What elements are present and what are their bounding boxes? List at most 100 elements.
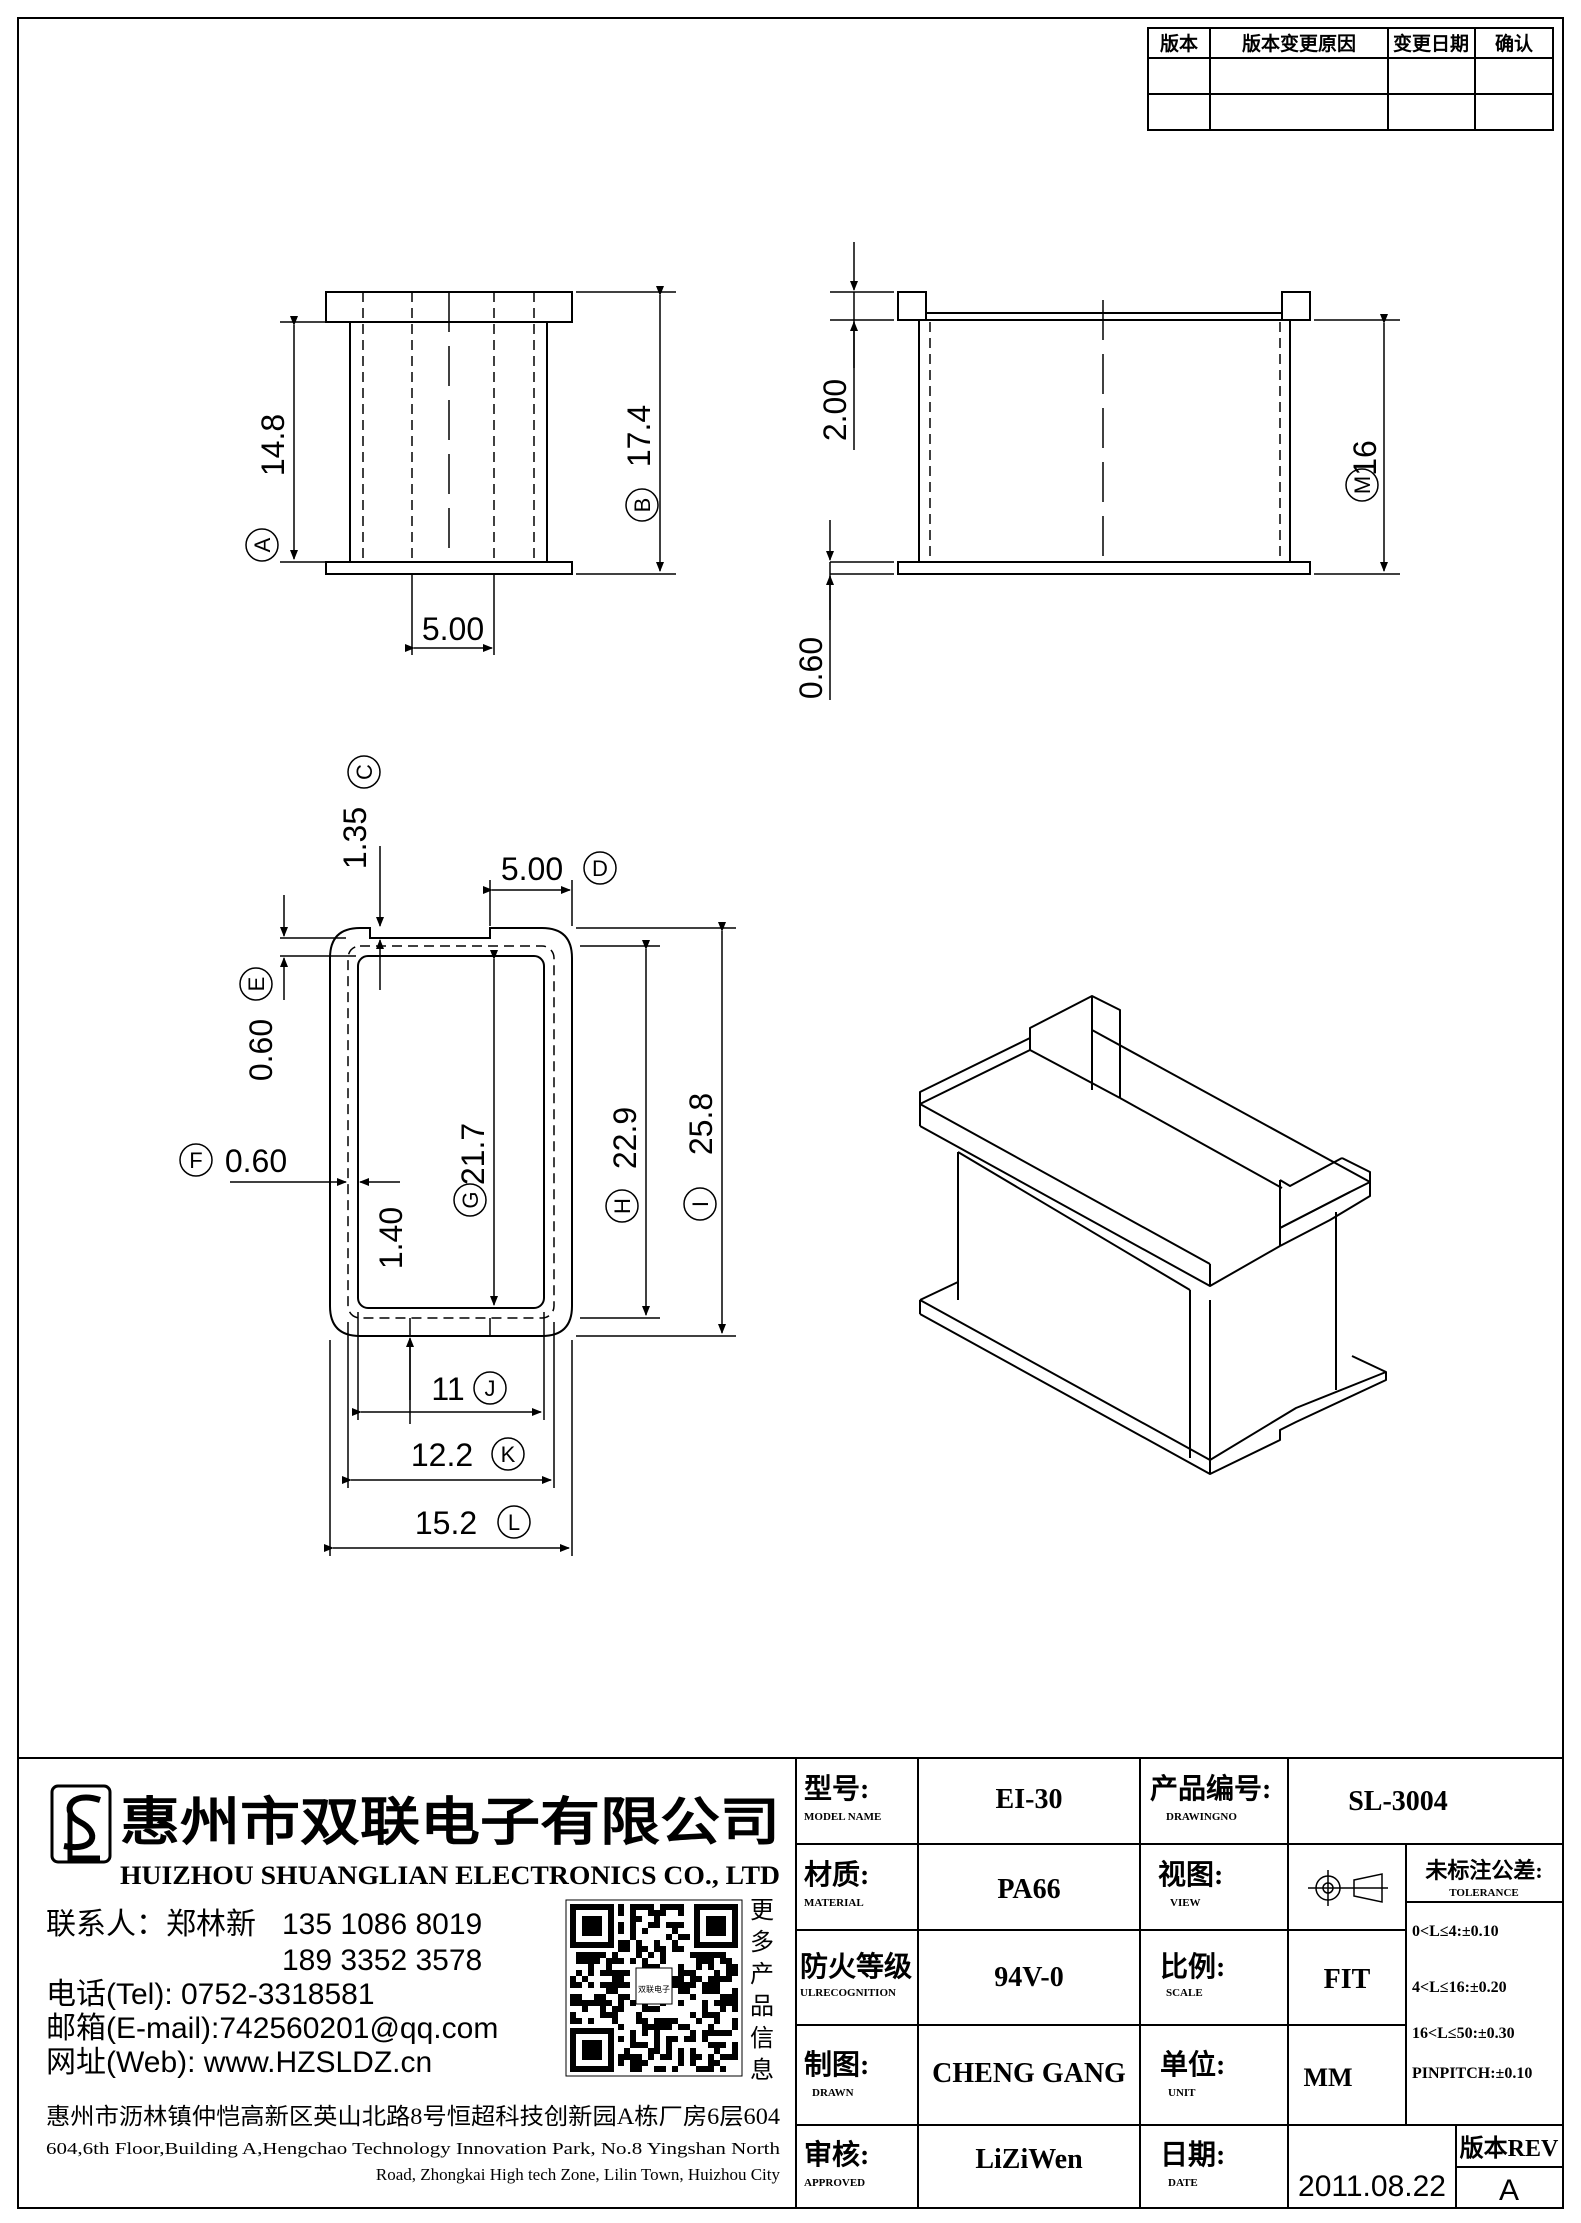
qr-module	[576, 2018, 582, 2024]
qr-module	[726, 1958, 732, 1964]
company-logo	[50, 1784, 112, 1864]
qr-module	[720, 2030, 726, 2036]
qr-module	[612, 1952, 618, 1958]
qr-module	[570, 1976, 576, 1982]
qr-module	[588, 1964, 594, 1970]
qr-module	[672, 1946, 678, 1952]
tb-scale-sub: SCALE	[1166, 1987, 1203, 1999]
qr-module	[648, 1952, 654, 1958]
qr-caption-1: 更	[750, 1897, 774, 1924]
qr-module	[690, 2060, 696, 2066]
qr-module	[732, 1964, 738, 1970]
company-name-en: HUIZHOU SHUANGLIAN ELECTRONICS CO., LTD	[120, 1861, 780, 1890]
qr-module	[666, 2048, 672, 2054]
dim-i-label: I	[688, 1201, 713, 1207]
qr-module	[630, 2030, 636, 2036]
qr-module	[714, 2012, 720, 2018]
qr-module	[720, 2000, 726, 2006]
qr-module	[666, 1934, 672, 1940]
sheet-border	[17, 17, 1564, 2209]
qr-module	[714, 2000, 720, 2006]
qr-module	[582, 1976, 588, 1982]
dim-c-value: 1.35	[337, 807, 373, 869]
qr-module	[618, 1928, 624, 1934]
qr-module	[600, 1994, 606, 2000]
dim-a-label: A	[250, 537, 275, 552]
qr-module	[702, 1958, 708, 1964]
qr-module	[672, 1928, 678, 1934]
qr-module	[708, 1982, 714, 1988]
qr-module	[612, 1958, 618, 1964]
rev-header-reason: 版本变更原因	[1242, 32, 1356, 55]
qr-module	[696, 1976, 702, 1982]
qr-module	[654, 1940, 660, 1946]
qr-module	[654, 2048, 660, 2054]
qr-module	[618, 1910, 624, 1916]
qr-module	[654, 2024, 660, 2030]
qr-module	[672, 2066, 678, 2072]
qr-module	[636, 1916, 642, 1922]
qr-module	[642, 1946, 648, 1952]
qr-module	[618, 1970, 624, 1976]
dim-g-value: 21.7	[455, 1123, 491, 1185]
qr-module	[642, 2018, 648, 2024]
qr-module	[708, 2054, 714, 2060]
tb-model-value: EI-30	[996, 1784, 1063, 1815]
qr-module	[576, 1982, 582, 1988]
qr-module	[636, 1946, 642, 1952]
qr-module	[612, 2012, 618, 2018]
qr-module	[624, 1994, 630, 2000]
qr-module	[678, 1946, 684, 1952]
qr-module	[720, 1994, 726, 2000]
qr-module	[672, 2036, 678, 2042]
qr-module	[636, 1952, 642, 1958]
dim-h-value: 22.9	[607, 1107, 643, 1169]
qr-module	[642, 2030, 648, 2036]
dim-b-balloon	[625, 488, 659, 522]
qr-module	[618, 2024, 624, 2030]
qr-module	[624, 1970, 630, 1976]
qr-module	[702, 2030, 708, 2036]
qr-module	[666, 2036, 672, 2042]
qr-module	[708, 1976, 714, 1982]
rev-header-date: 变更日期	[1393, 32, 1469, 55]
qr-module	[630, 1904, 636, 1910]
qr-module	[732, 2018, 738, 2024]
qr-module	[618, 1958, 624, 1964]
dim-h06-value: 0.60	[793, 637, 829, 699]
qr-module	[726, 2030, 732, 2036]
top-view	[230, 846, 736, 1556]
revision-table	[1147, 27, 1554, 131]
qr-module	[654, 1916, 660, 1922]
qr-module	[648, 2054, 654, 2060]
qr-module	[660, 2054, 666, 2060]
qr-module	[654, 2018, 660, 2024]
tb-approved-sub: APPROVED	[804, 2177, 865, 2189]
qr-module	[702, 1982, 708, 1988]
qr-module	[618, 1946, 624, 1952]
qr-module	[684, 1934, 690, 1940]
qr-module	[642, 1958, 648, 1964]
qr-module	[570, 2012, 576, 2018]
dim-j-value: 11	[431, 1371, 464, 1407]
dim-i-value: 25.8	[683, 1093, 719, 1155]
qr-module	[600, 2000, 606, 2006]
dim-f-balloon	[179, 1143, 213, 1177]
qr-module	[702, 1988, 708, 1994]
qr-module	[714, 2042, 720, 2048]
qr-module	[732, 2006, 738, 2012]
qr-module	[588, 2000, 594, 2006]
qr-module	[714, 1976, 720, 1982]
qr-module	[660, 1946, 666, 1952]
qr-module	[732, 1994, 738, 2000]
qr-module	[678, 2000, 684, 2006]
qr-module	[630, 2042, 636, 2048]
qr-center-label: 双联电子	[638, 1984, 670, 1994]
tb-date-sub: DATE	[1168, 2177, 1198, 2189]
qr-module	[630, 2000, 636, 2006]
qr-module	[678, 2024, 684, 2030]
qr-module	[606, 1970, 612, 1976]
qr-module	[648, 1964, 654, 1970]
tb-tolerance-3: 16<L≤50:±0.30	[1412, 2025, 1515, 2042]
qr-module	[612, 2018, 618, 2024]
